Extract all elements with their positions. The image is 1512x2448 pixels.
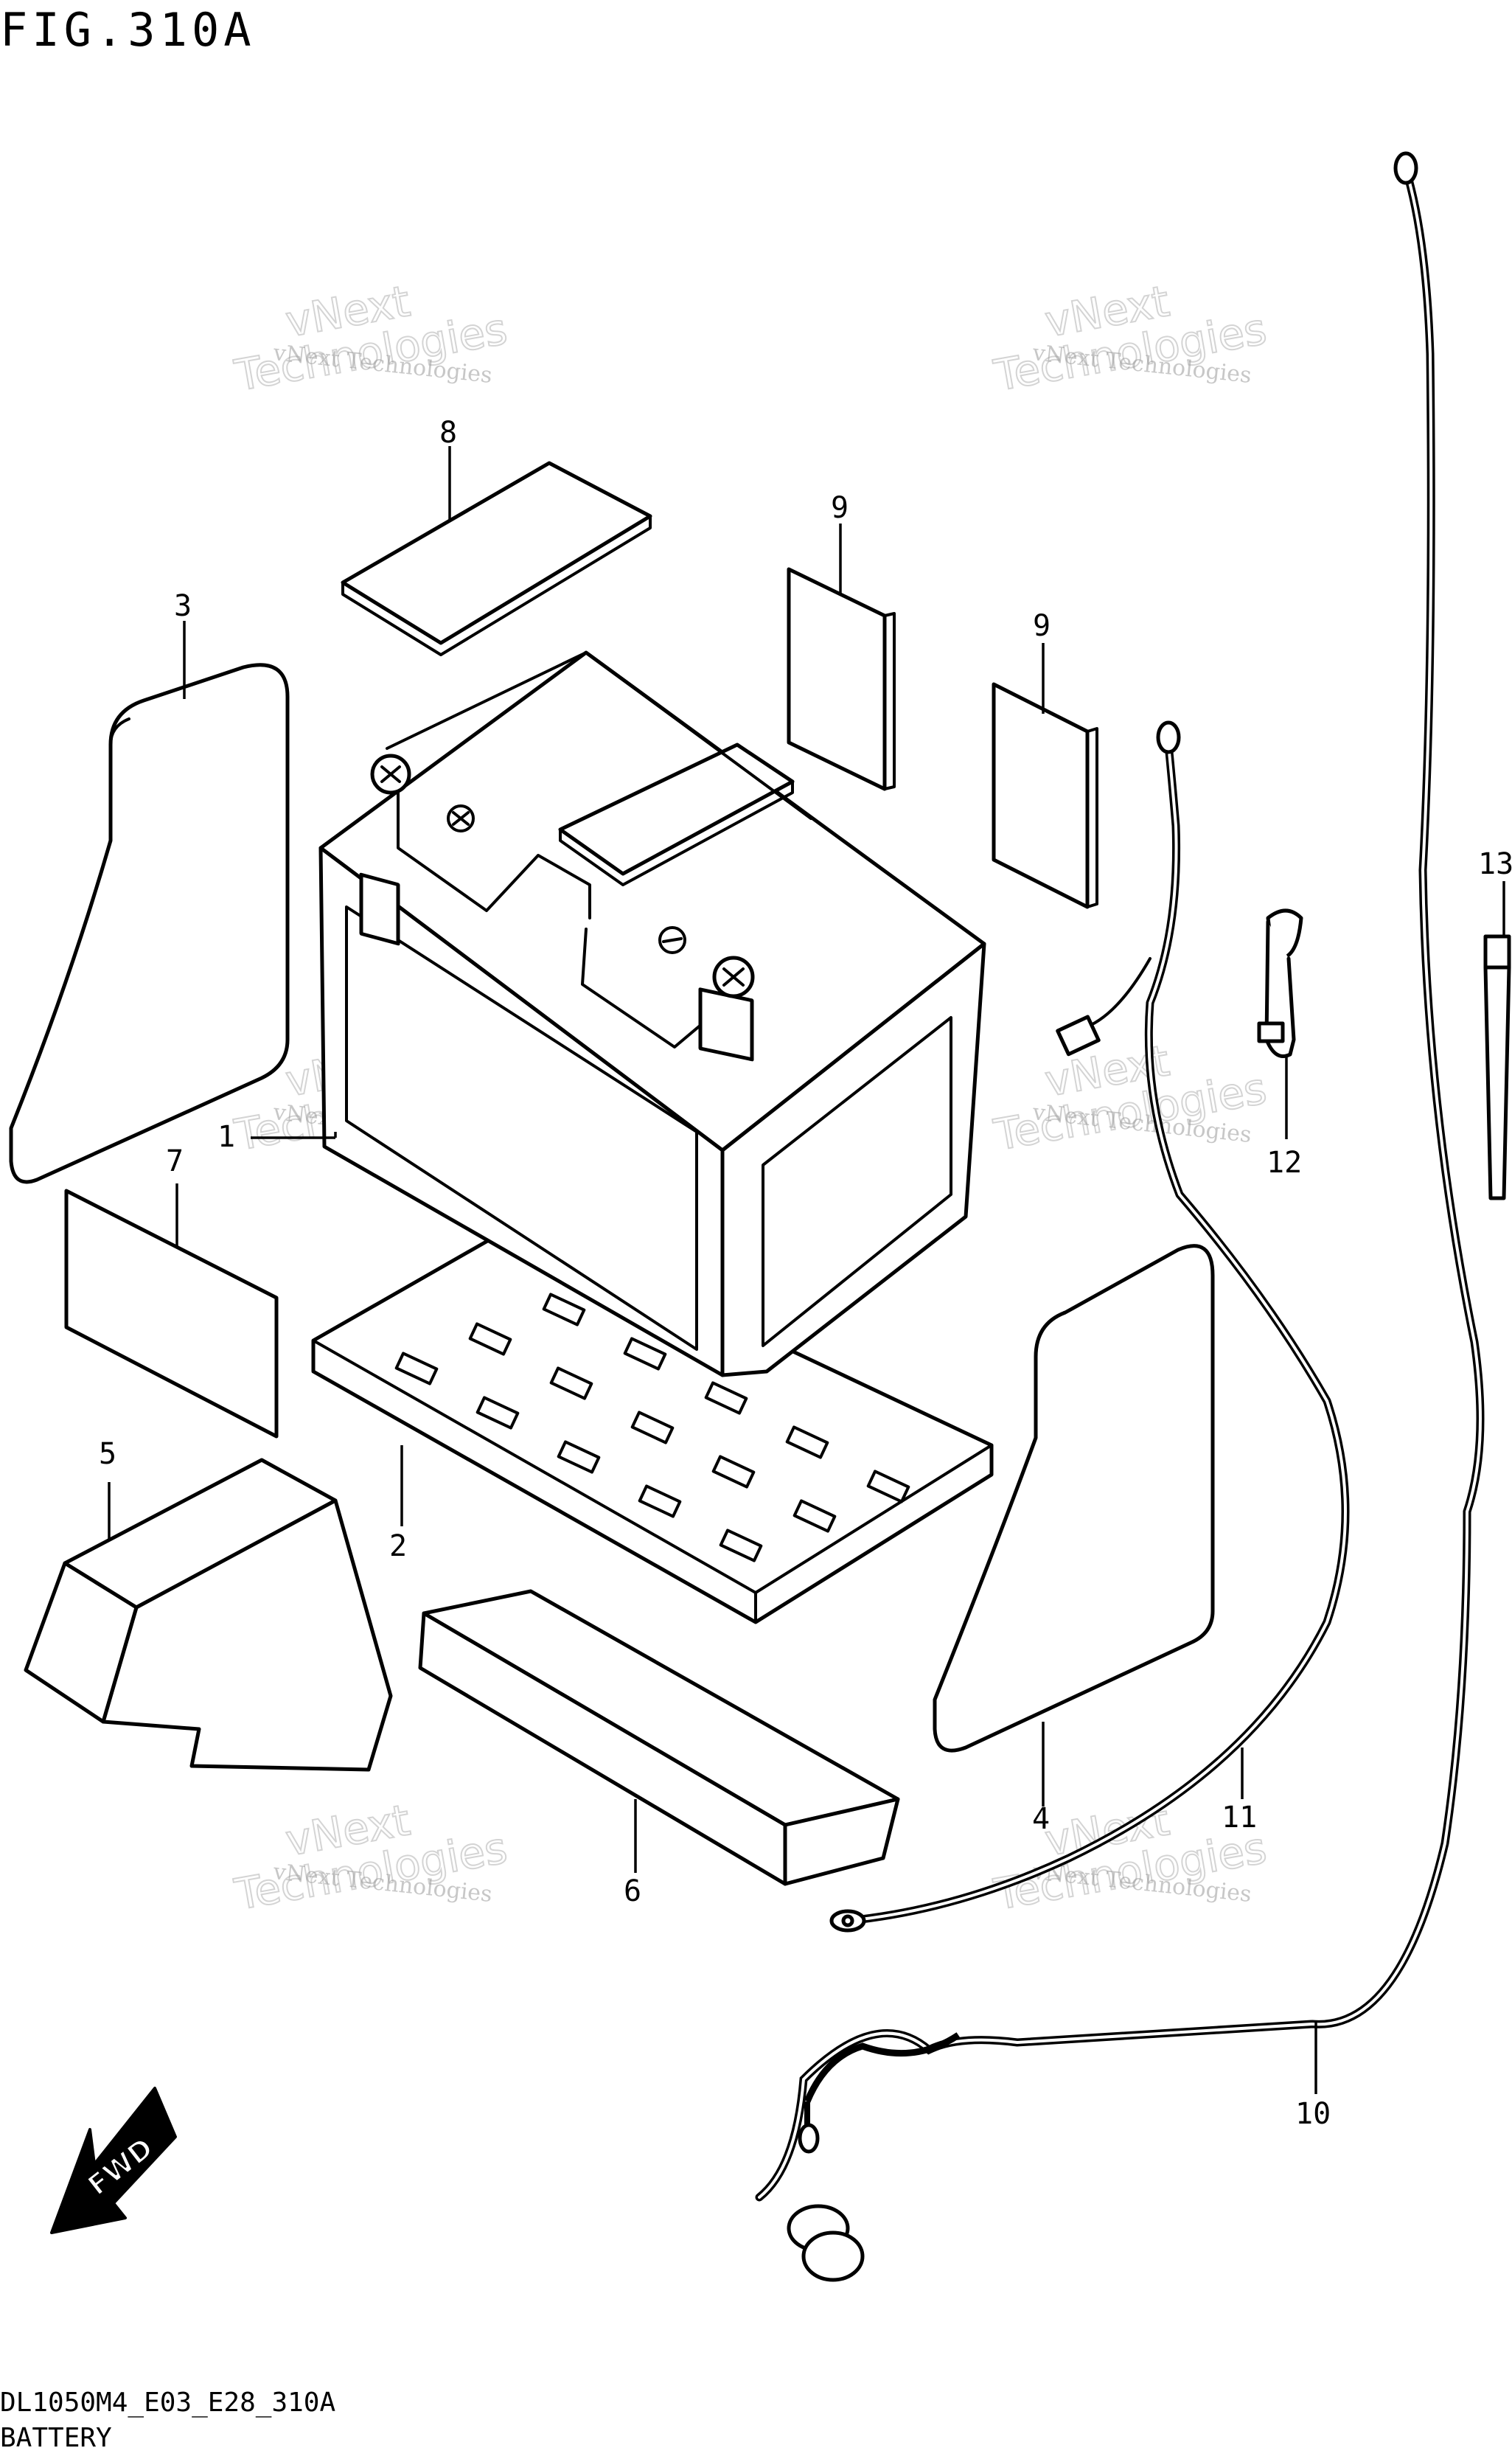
callout-4[interactable]: 4: [1032, 1802, 1050, 1836]
part-7-pad[interactable]: [64, 1189, 279, 1439]
part-5-front-cushion[interactable]: [24, 1458, 393, 1772]
part-6-bottom-cushion[interactable]: [418, 1589, 900, 1886]
callout-11[interactable]: 11: [1222, 1801, 1257, 1835]
callout-10[interactable]: 10: [1295, 2097, 1331, 2131]
part-12-clamp[interactable]: [1257, 908, 1303, 1058]
part-10-negative-lead-wire[interactable]: [755, 151, 1485, 2282]
callout-9-upper[interactable]: 9: [831, 491, 849, 525]
callout-1[interactable]: 1: [217, 1120, 235, 1154]
leader-lines: [108, 446, 1505, 2094]
tray-slots: [394, 1293, 910, 1562]
part-13-band[interactable]: [1483, 934, 1511, 1200]
part-1-battery[interactable]: [318, 650, 986, 1377]
ground-cap: [787, 2204, 865, 2282]
callout-8[interactable]: 8: [439, 416, 457, 450]
part-9-pad-lower[interactable]: [992, 682, 1098, 909]
callout-2[interactable]: 2: [389, 1529, 407, 1563]
part-3-left-cushion[interactable]: [9, 663, 290, 1184]
callout-12[interactable]: 12: [1267, 1146, 1302, 1180]
part-8-top-pad[interactable]: [341, 461, 652, 656]
callout-13[interactable]: 13: [1478, 847, 1512, 881]
part-9-pad-upper[interactable]: [787, 567, 896, 791]
model-code: DL1050M4_E03_E28_310A: [0, 2388, 335, 2418]
negative-terminal[interactable]: [359, 754, 411, 946]
callout-9-lower[interactable]: 9: [1033, 609, 1051, 643]
callout-6[interactable]: 6: [624, 1874, 641, 1908]
part-4-right-cushion[interactable]: [933, 1244, 1215, 1753]
positive-terminal[interactable]: [698, 956, 755, 1062]
part-11-positive-lead-wire[interactable]: [829, 720, 1350, 1933]
figure-title: FIG.310A: [0, 3, 256, 57]
callout-3[interactable]: 3: [174, 589, 192, 623]
callout-labels: 1 2 3 4 5 6 7 8 9 9 10 11 12 13: [99, 416, 1512, 2131]
callout-7[interactable]: 7: [166, 1144, 184, 1178]
fwd-arrow-icon: FWD: [50, 2087, 177, 2234]
section-name: BATTERY: [0, 2423, 112, 2448]
callout-5[interactable]: 5: [99, 1437, 116, 1471]
